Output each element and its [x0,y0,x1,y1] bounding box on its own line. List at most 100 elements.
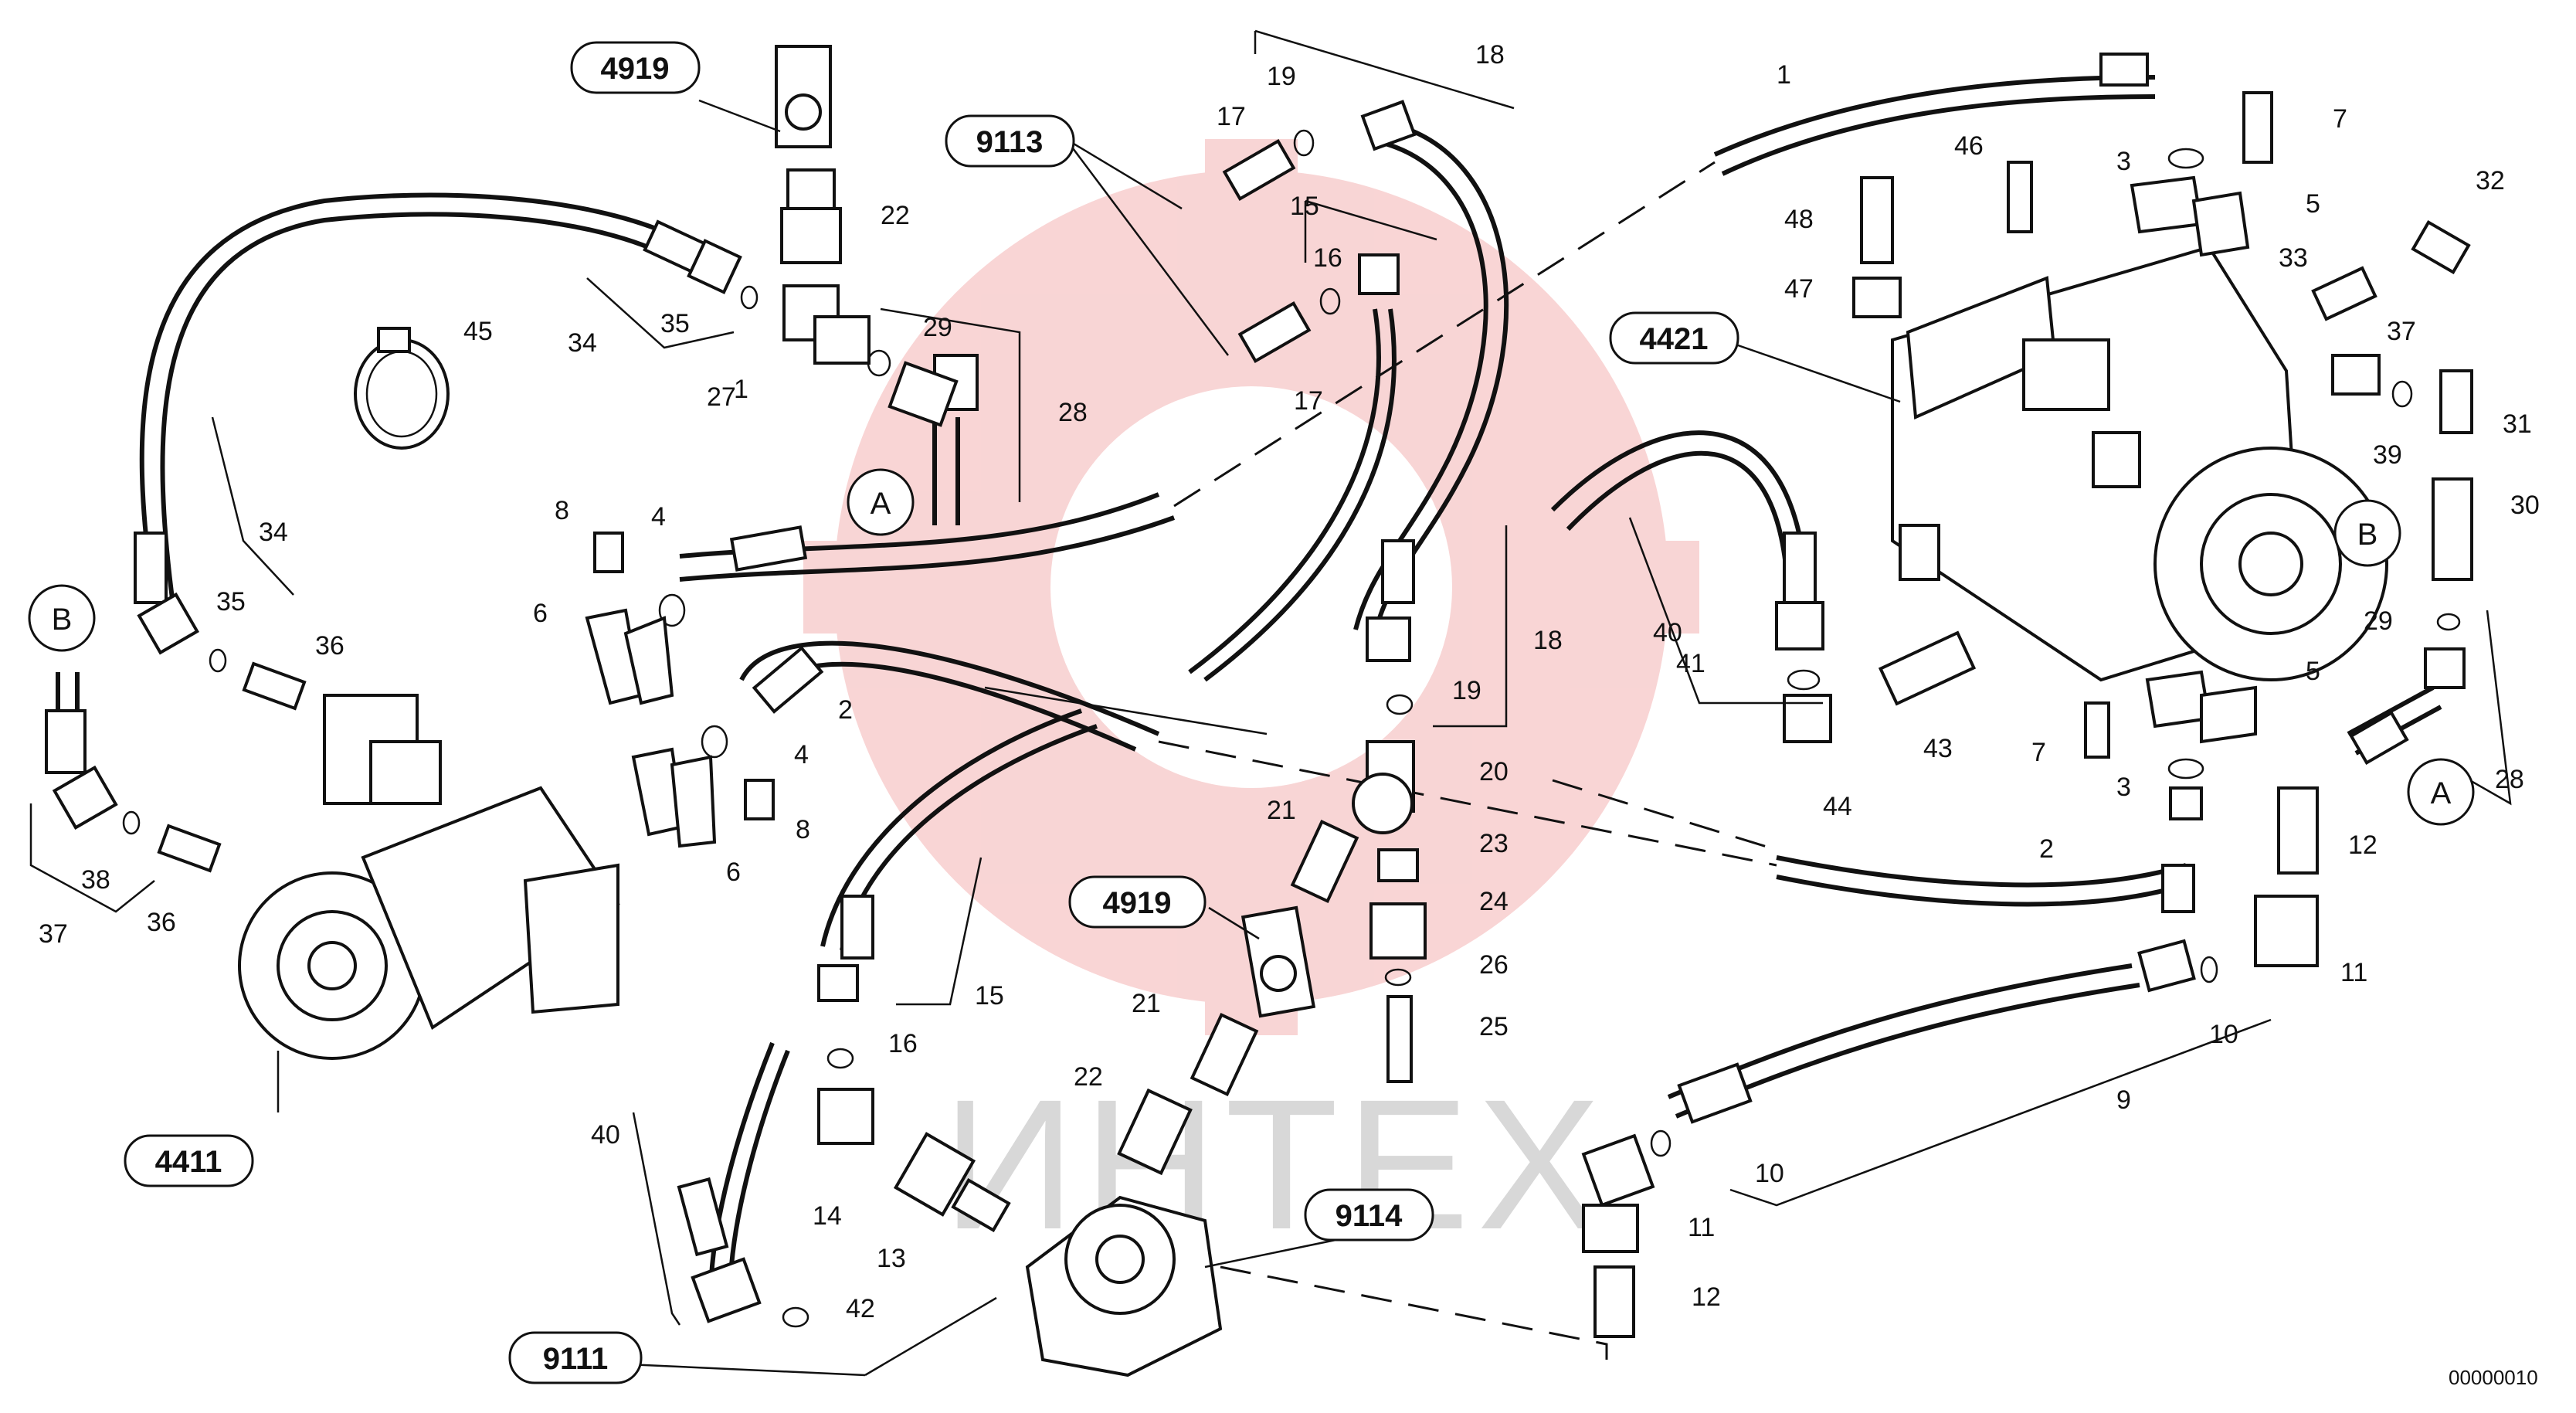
part-label-36: 36 [315,631,344,661]
small-parts [122,45,2473,1338]
svg-text:9111: 9111 [543,1342,609,1376]
part-label-19: 19 [1452,676,1481,705]
part-label-6: 6 [726,858,741,887]
part-label-3: 3 [2116,147,2131,176]
svg-text:9114: 9114 [1336,1199,1403,1233]
part-label-33: 33 [2279,243,2308,273]
part-label-46: 46 [1954,131,1984,161]
svg-text:B: B [52,603,73,637]
svg-text:A: A [871,487,891,521]
part-label-5: 5 [2306,657,2320,686]
part-label-26: 26 [1479,950,1509,980]
part-label-48: 48 [1784,205,1814,234]
part-label-28: 28 [2495,765,2524,794]
part-label-7: 7 [2333,104,2347,134]
part-label-6: 6 [533,599,548,628]
part-label-41: 41 [1676,649,1705,678]
svg-text:4411: 4411 [155,1145,222,1179]
leader-lines [29,29,2512,1377]
part-label-43: 43 [1923,734,1953,763]
part-label-8: 8 [796,815,810,844]
part-label-39: 39 [2373,440,2402,470]
part-label-34: 34 [259,518,288,547]
document-number: 00000010 [2449,1366,2538,1389]
part-label-42: 42 [846,1294,875,1323]
assembly-ref-4411: 4411 [124,1134,254,1187]
part-label-22: 22 [881,201,910,230]
svg-text:4919: 4919 [1103,886,1172,920]
part-label-30: 30 [2510,491,2540,520]
svg-text:B: B [2357,518,2378,552]
part-label-17: 17 [1294,386,1323,416]
part-label-11: 11 [2340,958,2367,987]
assembly-ref-4421: 4421 [1609,311,1739,365]
part-label-17: 17 [1217,102,1246,131]
part-label-40: 40 [591,1120,620,1150]
part-label-4: 4 [794,740,809,769]
part-label-18: 18 [1475,40,1505,70]
part-label-3: 3 [2116,773,2131,802]
part-label-13: 13 [877,1244,906,1273]
assembly-ref-9114: 9114 [1304,1188,1434,1241]
part-label-16: 16 [888,1029,918,1058]
part-label-7: 7 [2031,738,2046,767]
part-label-23: 23 [1479,829,1509,858]
part-label-16: 16 [1313,243,1342,273]
detail-marker-a-left: A [847,468,915,536]
part-label-27: 27 [707,382,736,412]
part-label-45: 45 [463,317,493,346]
detail-marker-b-left: B [28,584,96,652]
assembly-ref-4919-top: 4919 [570,41,701,94]
part-label-29: 29 [923,313,952,342]
hydraulic-motor-4411 [238,694,620,1060]
part-label-32: 32 [2476,166,2505,195]
part-label-1: 1 [734,375,748,404]
part-label-29: 29 [2364,606,2393,636]
part-label-8: 8 [555,496,569,525]
part-label-31: 31 [2503,409,2532,439]
part-label-28: 28 [1058,398,1088,427]
part-label-35: 35 [216,587,246,616]
assembly-ref-4919-bottom: 4919 [1068,875,1207,929]
part-label-22: 22 [1074,1062,1103,1092]
valve-block-9114 [1025,1195,1223,1377]
part-label-25: 25 [1479,1012,1509,1041]
part-label-35: 35 [660,309,690,338]
part-label-20: 20 [1479,757,1509,786]
detail-marker-a-right: A [2407,758,2475,826]
part-label-12: 12 [2348,830,2377,860]
background-logo [803,139,1699,1035]
part-label-37: 37 [39,919,68,949]
watermark-text: ИНТЕХ [942,1061,1609,1268]
part-label-10: 10 [2209,1020,2238,1049]
part-label-18: 18 [1533,626,1563,655]
part-label-19: 19 [1267,62,1296,91]
assembly-ref-9111: 9111 [508,1331,643,1384]
part-label-12: 12 [1692,1282,1721,1312]
part-label-37: 37 [2387,317,2416,346]
part-label-34: 34 [568,328,597,358]
part-label-44: 44 [1823,792,1852,821]
svg-text:4421: 4421 [1640,322,1709,356]
part-label-47: 47 [1784,274,1814,304]
svg-text:9113: 9113 [976,125,1044,159]
part-label-10: 10 [1755,1159,1784,1188]
part-label-40: 40 [1653,618,1682,647]
svg-text:A: A [2431,776,2452,810]
part-label-15: 15 [975,981,1004,1010]
part-label-36: 36 [147,908,176,937]
part-label-2: 2 [2039,834,2054,864]
dashed-lines [1220,779,1777,1360]
hydraulic-pump-4421 [1891,245,2388,682]
svg-text:4919: 4919 [601,52,670,86]
part-label-24: 24 [1479,887,1509,916]
part-label-1: 1 [1777,60,1791,90]
detail-marker-b-right: B [2333,499,2401,567]
part-number-labels: 1 1 2 2 3 3 4 4 5 5 6 6 7 7 8 8 9 10 10 … [39,40,2540,1323]
part-label-38: 38 [81,865,110,895]
part-label-14: 14 [813,1201,842,1231]
part-label-2: 2 [838,695,853,725]
part-label-4: 4 [651,502,666,532]
